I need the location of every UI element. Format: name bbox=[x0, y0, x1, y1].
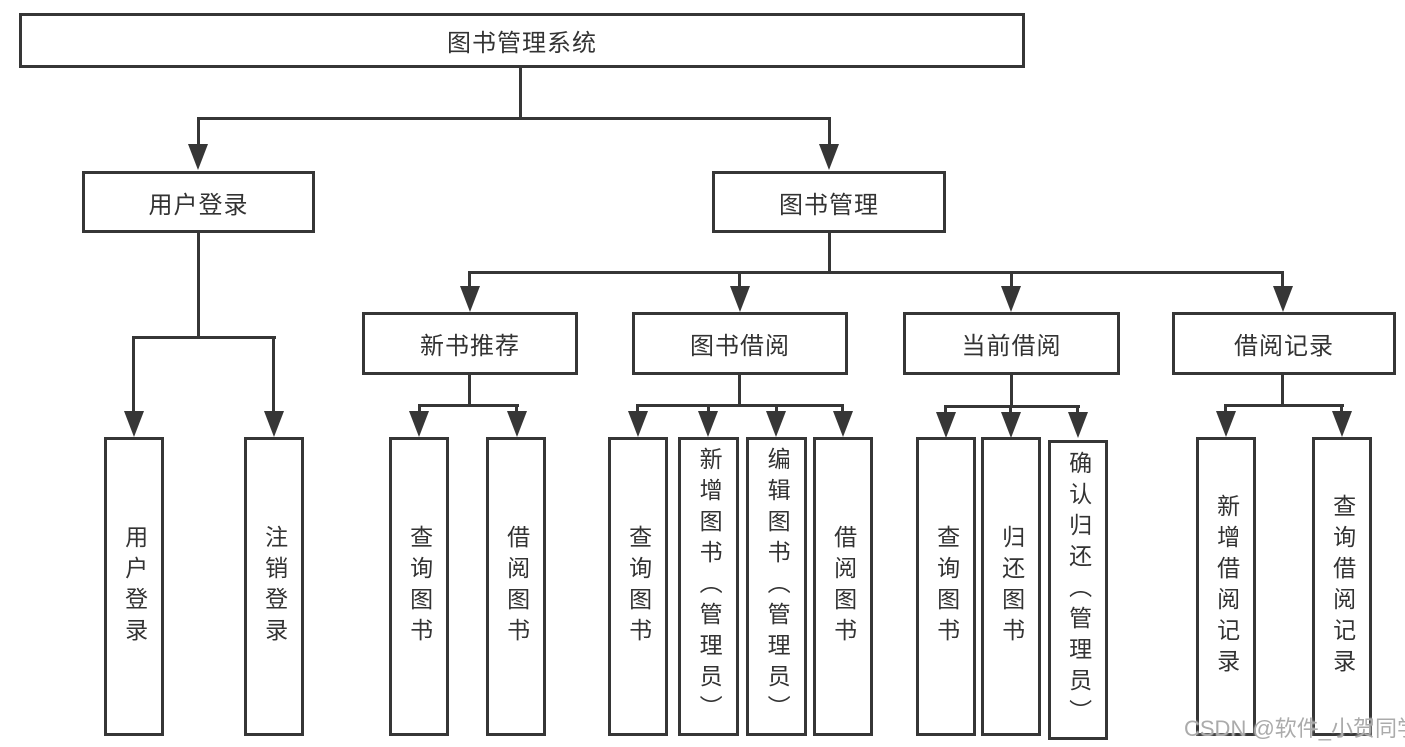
connector-stem-b3 bbox=[775, 404, 778, 415]
node-current-borrowing-label: 当前借阅 bbox=[961, 333, 1062, 360]
node-user-login-leaf-label: 用户登录 bbox=[121, 524, 148, 649]
connector-stem-borrow-records bbox=[1281, 271, 1284, 287]
csdn-watermark: CSDN @软件_小贺同学 bbox=[1184, 716, 1405, 741]
connector-stem-login-leaf bbox=[132, 336, 135, 413]
connector-current-borrow-hline bbox=[944, 405, 1080, 408]
node-return-books-label: 归还图书 bbox=[998, 524, 1025, 649]
node-add-borrow-record: 新增借阅记录 bbox=[1196, 437, 1256, 736]
node-query-books-b: 查询图书 bbox=[608, 437, 668, 736]
node-book-management-label: 图书管理 bbox=[779, 191, 879, 219]
node-return-books: 归还图书 bbox=[981, 437, 1041, 736]
node-edit-book-admin-label: 编辑图书（管理员） bbox=[764, 447, 791, 726]
node-borrowing-records-label: 借阅记录 bbox=[1234, 333, 1334, 360]
connector-stem-b4 bbox=[841, 404, 844, 415]
node-logout-label: 注销登录 bbox=[261, 524, 288, 649]
node-borrow-books-a: 借阅图书 bbox=[486, 437, 546, 736]
node-borrow-books-a-label: 借阅图书 bbox=[503, 524, 530, 649]
connector-stem-b1 bbox=[636, 404, 639, 415]
arrowhead-a2 bbox=[507, 411, 527, 437]
node-logout: 注销登录 bbox=[244, 437, 304, 736]
node-query-books-c: 查询图书 bbox=[916, 437, 976, 736]
arrowhead-book-borrow bbox=[730, 286, 750, 312]
node-user-login: 用户登录 bbox=[82, 171, 315, 233]
arrowhead-d2 bbox=[1332, 411, 1352, 437]
node-add-book-admin-label: 新增图书（管理员） bbox=[696, 447, 723, 726]
node-book-borrowing-label: 图书借阅 bbox=[690, 333, 790, 360]
node-query-borrow-record-label: 查询借阅记录 bbox=[1329, 493, 1356, 680]
arrowhead-current-borrow bbox=[1001, 286, 1021, 312]
node-query-books-a: 查询图书 bbox=[389, 437, 449, 736]
arrowhead-logout-leaf bbox=[264, 411, 284, 437]
connector-stem-book-mgmt bbox=[828, 117, 831, 147]
connector-stem-c1 bbox=[944, 405, 947, 415]
node-add-borrow-record-label: 新增借阅记录 bbox=[1213, 493, 1240, 680]
node-query-books-a-label: 查询图书 bbox=[406, 524, 433, 649]
connector-current-borrow-stub bbox=[1010, 375, 1013, 408]
arrowhead-a1 bbox=[409, 411, 429, 437]
connector-borrow-records-hline bbox=[1224, 404, 1344, 407]
node-user-login-label: 用户登录 bbox=[148, 191, 249, 219]
arrowhead-login-leaf bbox=[124, 411, 144, 437]
connector-new-book-hline bbox=[418, 404, 519, 407]
arrowhead-borrow-records bbox=[1273, 286, 1293, 312]
connector-root-hline bbox=[197, 117, 831, 120]
node-borrowing-records: 借阅记录 bbox=[1172, 312, 1396, 375]
node-library-system: 图书管理系统 bbox=[19, 13, 1025, 68]
arrowhead-new-book bbox=[460, 286, 480, 312]
connector-stem-logout-leaf bbox=[272, 336, 275, 413]
arrowhead-c3 bbox=[1068, 412, 1088, 438]
connector-user-login-stub bbox=[197, 233, 200, 338]
connector-book-borrow-stub bbox=[738, 375, 741, 407]
node-current-borrowing: 当前借阅 bbox=[903, 312, 1120, 375]
connector-user-login-hline bbox=[132, 336, 276, 339]
connector-stem-a1 bbox=[418, 404, 421, 415]
arrowhead-c2 bbox=[1001, 412, 1021, 438]
node-query-books-c-label: 查询图书 bbox=[933, 524, 960, 649]
connector-stem-d1 bbox=[1224, 404, 1227, 415]
connector-stem-a2 bbox=[515, 404, 518, 415]
node-library-system-label: 图书管理系统 bbox=[447, 30, 597, 57]
node-book-borrowing: 图书借阅 bbox=[632, 312, 848, 375]
node-borrow-books-b: 借阅图书 bbox=[813, 437, 873, 736]
connector-new-book-stub bbox=[468, 375, 471, 407]
node-new-book-recommend-label: 新书推荐 bbox=[420, 333, 520, 360]
node-confirm-return-admin: 确认归还（管理员） bbox=[1048, 440, 1108, 740]
node-new-book-recommend: 新书推荐 bbox=[362, 312, 578, 375]
arrowhead-b1 bbox=[628, 411, 648, 437]
node-confirm-return-admin-label: 确认归还（管理员） bbox=[1065, 450, 1092, 730]
connector-root-stub bbox=[519, 66, 522, 119]
connector-stem-user-login bbox=[197, 117, 200, 147]
node-edit-book-admin: 编辑图书（管理员） bbox=[746, 437, 807, 736]
connector-stem-c3 bbox=[1076, 405, 1079, 415]
connector-borrow-records-stub bbox=[1281, 375, 1284, 407]
node-query-borrow-record: 查询借阅记录 bbox=[1312, 437, 1372, 736]
node-add-book-admin: 新增图书（管理员） bbox=[678, 437, 739, 736]
connector-stem-current-borrow bbox=[1010, 271, 1013, 287]
connector-stem-b2 bbox=[707, 404, 710, 415]
arrowhead-book-mgmt bbox=[819, 144, 839, 170]
node-book-management: 图书管理 bbox=[712, 171, 946, 233]
node-user-login-leaf: 用户登录 bbox=[104, 437, 164, 736]
connector-book-mgmt-hline bbox=[468, 271, 1284, 274]
arrowhead-b4 bbox=[833, 411, 853, 437]
connector-stem-c2 bbox=[1009, 405, 1012, 415]
arrowhead-b2 bbox=[698, 411, 718, 437]
arrowhead-c1 bbox=[936, 412, 956, 438]
connector-book-borrow-hline bbox=[636, 404, 844, 407]
connector-stem-book-borrow bbox=[738, 271, 741, 287]
connector-stem-d2 bbox=[1340, 404, 1343, 415]
node-query-books-b-label: 查询图书 bbox=[625, 524, 652, 649]
connector-book-mgmt-stub bbox=[828, 233, 831, 274]
arrowhead-d1 bbox=[1216, 411, 1236, 437]
arrowhead-user-login bbox=[188, 144, 208, 170]
arrowhead-b3 bbox=[766, 411, 786, 437]
node-borrow-books-b-label: 借阅图书 bbox=[830, 524, 857, 649]
connector-stem-new-book bbox=[468, 271, 471, 287]
